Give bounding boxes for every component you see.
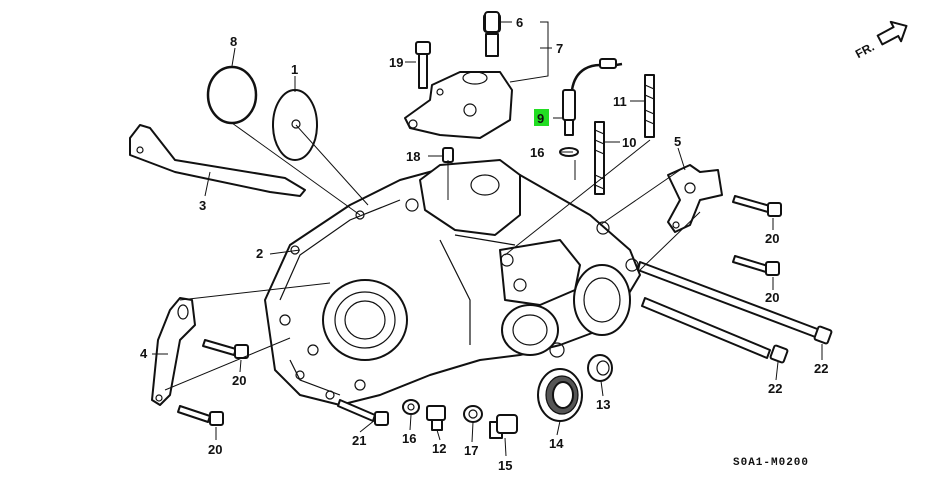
oil-guide-plate: [272, 89, 318, 161]
callout-20-right-bottom: 20: [765, 290, 779, 305]
bolt-20-left-top: [202, 339, 249, 359]
callout-16-lower: 16: [402, 431, 416, 446]
callout-10: 10: [622, 135, 636, 150]
callout-3: 3: [199, 198, 206, 213]
callout-20-right-top: 20: [765, 231, 779, 246]
spring-6: [484, 11, 500, 33]
callout-5: 5: [674, 134, 681, 149]
callout-1: 1: [291, 62, 298, 77]
callout-6: 6: [516, 15, 523, 30]
callout-12: 12: [432, 441, 446, 456]
dowel-18: [442, 147, 454, 163]
stud-bolt-10: [594, 121, 605, 195]
washer-16-lower: [402, 399, 420, 415]
callout-19: 19: [389, 55, 403, 70]
callout-21: 21: [352, 433, 366, 448]
callout-20-left-bottom: 20: [208, 442, 222, 457]
direction-label: FR.: [853, 40, 877, 61]
leader-lines: [152, 21, 823, 457]
callout-20-left-top: 20: [232, 373, 246, 388]
callout-15: 15: [498, 458, 512, 473]
bracket-long: [129, 124, 306, 197]
callout-16-upper: 16: [530, 145, 544, 160]
callout-22-lower: 22: [768, 381, 782, 396]
circlip: [206, 65, 258, 125]
bracket-right: [667, 164, 723, 233]
drain-plug-15: [489, 414, 518, 439]
callout-17: 17: [464, 443, 478, 458]
oil-seal-14: [537, 368, 583, 422]
cap-13: [587, 354, 613, 382]
callout-13: 13: [596, 397, 610, 412]
callout-7: 7: [556, 41, 563, 56]
bolt-19: [415, 41, 431, 89]
callout-22-upper: 22: [814, 361, 828, 376]
callout-9-highlight: [534, 109, 549, 126]
callout-4: 4: [140, 346, 148, 361]
callout-8: 8: [230, 34, 237, 49]
bolt-20-right-top: [732, 195, 782, 217]
transmission-housing: [264, 159, 641, 406]
callout-9: 9: [537, 111, 544, 126]
diagram-code: S0A1-M0200: [733, 457, 809, 469]
bolt-20-right-bottom: [732, 255, 780, 276]
callout-18: 18: [406, 149, 420, 164]
callout-2: 2: [256, 246, 263, 261]
washer-17: [463, 405, 483, 423]
long-bolt-22-upper: [637, 261, 833, 345]
callout-14: 14: [549, 436, 564, 451]
long-bolt-22-lower: [641, 297, 789, 364]
bolt-21: [337, 399, 389, 426]
bolt-20-left-bottom: [177, 405, 224, 426]
callout-labels: 8 1 3 2 4 5 6 7 9 10 11 16 19 18 20 20 2…: [140, 15, 828, 473]
plug-12: [426, 405, 446, 431]
front-direction-indicator: FR.: [853, 20, 908, 61]
stud-bolt-11: [644, 74, 655, 138]
arrow-icon: [876, 20, 908, 46]
callout-11: 11: [613, 94, 627, 109]
bracket-lower-left: [151, 297, 196, 406]
